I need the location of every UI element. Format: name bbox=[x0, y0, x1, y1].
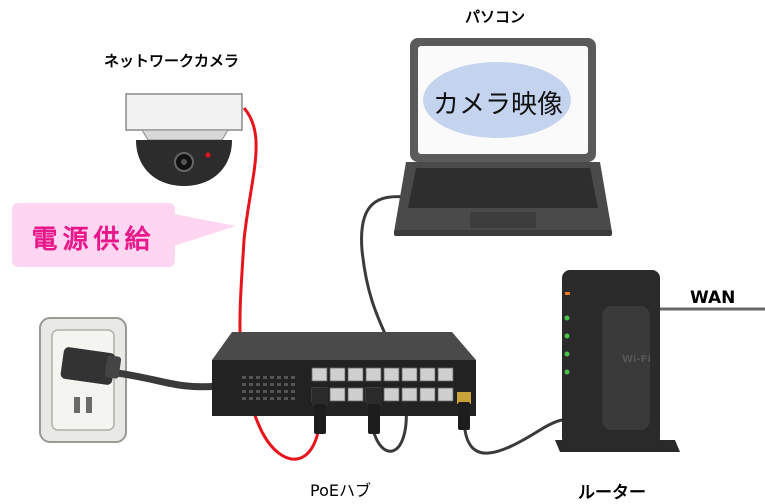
vent-slot bbox=[263, 397, 267, 400]
ethernet-port bbox=[311, 367, 328, 382]
vent-slot bbox=[249, 376, 253, 379]
power-supply-label: 電源供給 bbox=[31, 225, 156, 255]
vent-slot bbox=[249, 383, 253, 386]
camera-feed-ellipse bbox=[423, 62, 571, 138]
ethernet-port bbox=[383, 387, 400, 402]
ethernet-port bbox=[401, 387, 418, 402]
power-bubble-tail bbox=[174, 214, 236, 246]
ethernet-port bbox=[347, 387, 364, 402]
poe-hub-icon bbox=[212, 332, 476, 434]
ethernet-port bbox=[419, 387, 436, 402]
vent-slot bbox=[291, 376, 295, 379]
lan-cable-router bbox=[462, 418, 567, 455]
router-icon bbox=[555, 270, 680, 452]
vent-slot bbox=[270, 397, 274, 400]
vent-slot bbox=[242, 397, 246, 400]
vent-slot bbox=[277, 390, 281, 393]
vent-slot bbox=[242, 383, 246, 386]
vent-slot bbox=[291, 390, 295, 393]
vent-slot bbox=[270, 376, 274, 379]
ethernet-port bbox=[329, 387, 346, 402]
vent-slot bbox=[284, 390, 288, 393]
ethernet-port bbox=[365, 367, 382, 382]
camera-feed-label: カメラ映像 bbox=[432, 90, 563, 120]
power-supply-callout: 電源供給 bbox=[12, 203, 175, 267]
vent-slot bbox=[263, 376, 267, 379]
vent-slot bbox=[263, 390, 267, 393]
vent-slot bbox=[270, 390, 274, 393]
vent-slot bbox=[277, 383, 281, 386]
ethernet-port bbox=[383, 367, 400, 382]
vent-slot bbox=[277, 397, 281, 400]
router-logo: Wi-Fi bbox=[622, 354, 651, 365]
ethernet-port bbox=[347, 367, 364, 382]
ethernet-port bbox=[419, 367, 436, 382]
vent-slot bbox=[249, 390, 253, 393]
network-camera-icon bbox=[125, 93, 243, 186]
vent-slot bbox=[263, 383, 267, 386]
poe-hub-label: PoEハブ bbox=[310, 481, 371, 500]
ethernet-port bbox=[329, 367, 346, 382]
vent-slot bbox=[256, 397, 260, 400]
vent-slot bbox=[284, 397, 288, 400]
ethernet-port bbox=[437, 387, 454, 402]
vent-slot bbox=[277, 376, 281, 379]
hub-vent-dots bbox=[242, 376, 295, 400]
vent-slot bbox=[242, 376, 246, 379]
vent-slot bbox=[284, 376, 288, 379]
vent-slot bbox=[270, 383, 274, 386]
vent-slot bbox=[256, 390, 260, 393]
wan-label: WAN bbox=[690, 288, 736, 308]
network-camera-label: ネットワークカメラ bbox=[104, 52, 240, 70]
vent-slot bbox=[242, 390, 246, 393]
vent-slot bbox=[256, 383, 260, 386]
vent-slot bbox=[249, 397, 253, 400]
hub-ports bbox=[311, 367, 454, 402]
vent-slot bbox=[256, 376, 260, 379]
vent-slot bbox=[284, 383, 288, 386]
power-plug-icon bbox=[60, 347, 222, 391]
vent-slot bbox=[291, 397, 295, 400]
ethernet-port bbox=[437, 367, 454, 382]
laptop-icon bbox=[394, 38, 612, 236]
pc-label: パソコン bbox=[465, 8, 526, 26]
router-label: ルーター bbox=[578, 483, 646, 503]
ethernet-port bbox=[401, 367, 418, 382]
vent-slot bbox=[291, 383, 295, 386]
